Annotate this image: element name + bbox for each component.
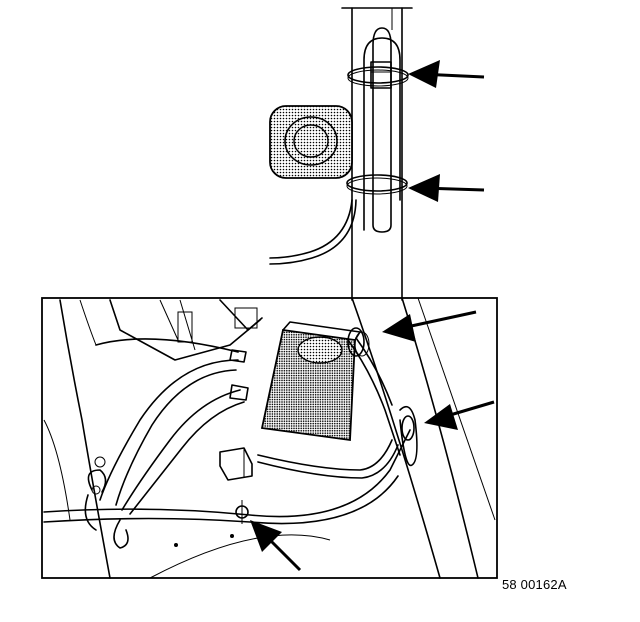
upper-clamp-2 xyxy=(346,174,408,195)
grommet xyxy=(269,105,353,179)
lower-harness xyxy=(43,337,418,549)
upper-clamp-1 xyxy=(347,66,409,87)
pointer-arrow-2 xyxy=(408,174,485,202)
pointer-arrow-5 xyxy=(250,520,302,572)
detail-frame xyxy=(41,297,498,579)
lower-clamp-right xyxy=(401,415,415,441)
pointer-arrow-1 xyxy=(408,60,485,88)
connector-plug xyxy=(219,447,253,481)
control-module xyxy=(260,321,361,442)
figure-reference-code: 58 00162A xyxy=(502,577,567,592)
pointer-arrow-3 xyxy=(382,310,477,342)
upper-harness-loop xyxy=(363,27,401,233)
upper-wire-exit xyxy=(269,199,357,265)
lower-body-structure xyxy=(43,297,496,579)
bolt-clip xyxy=(235,500,249,524)
left-clips xyxy=(91,349,249,495)
lower-clamp-module xyxy=(347,327,370,357)
pointer-arrow-4 xyxy=(424,400,495,430)
